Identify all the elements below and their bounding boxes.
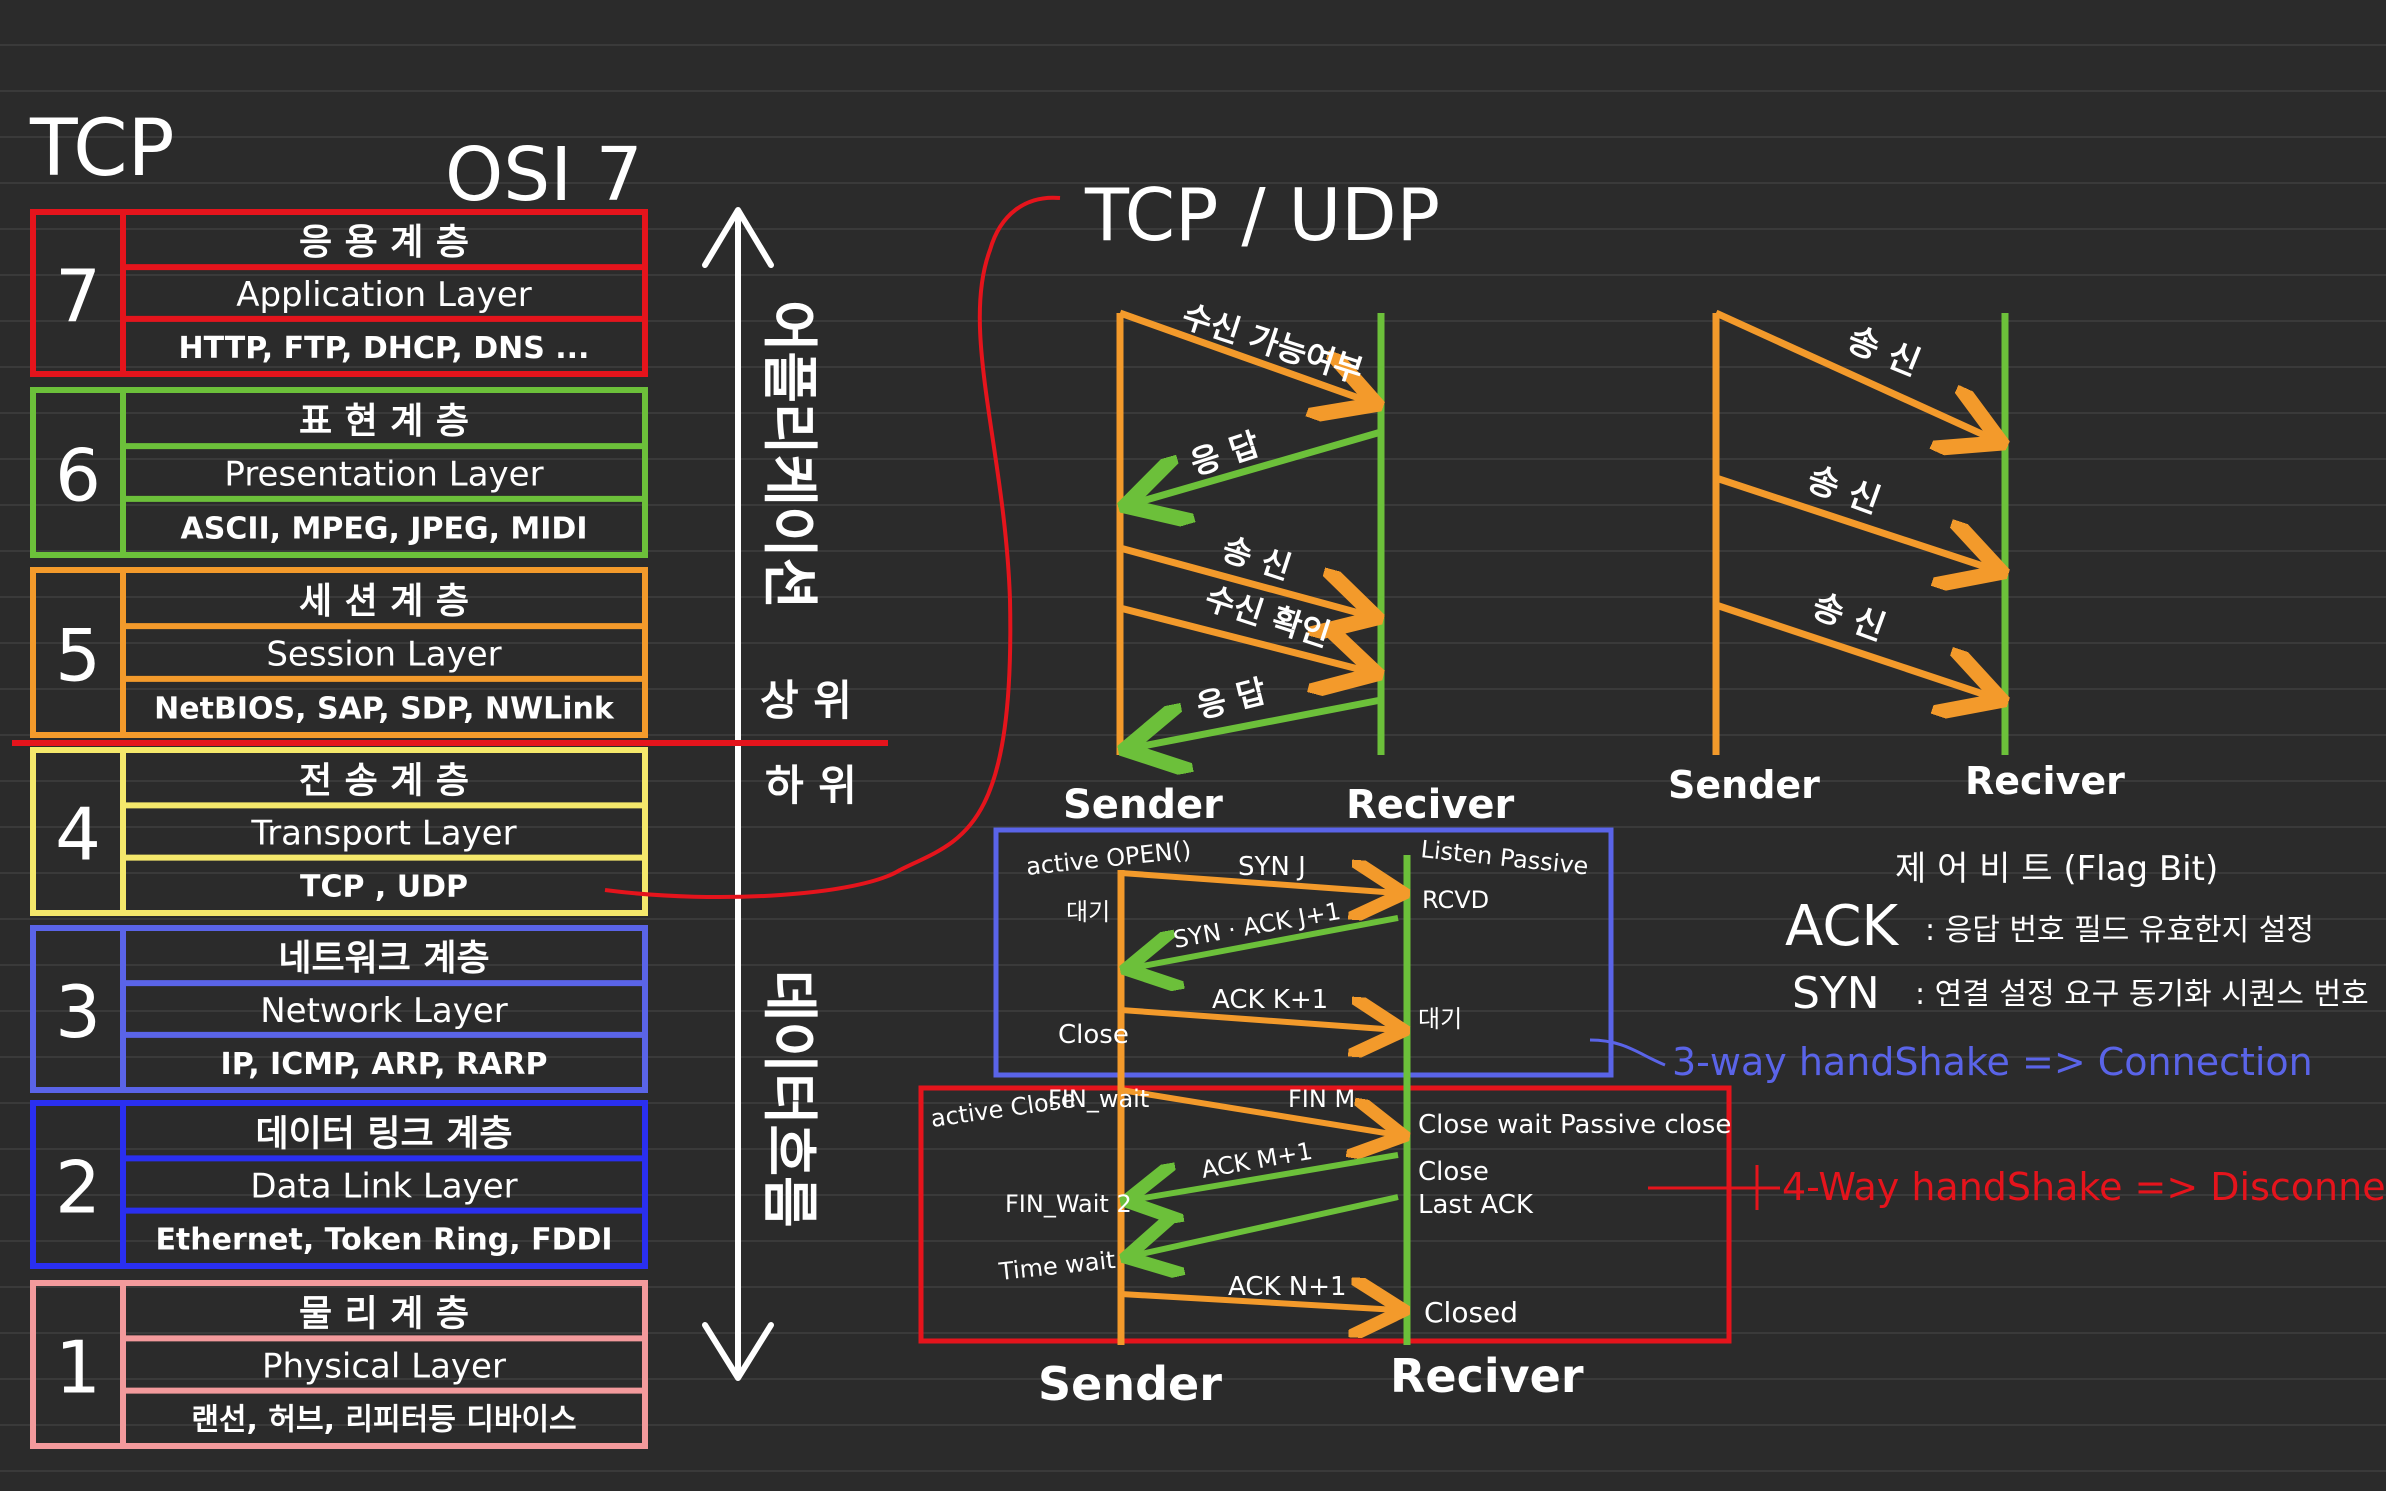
- tcp-sender-label: Sender: [1063, 782, 1223, 828]
- osi-layer-number: 1: [55, 1326, 101, 1410]
- osi-layer-name-ko: 네트워크 계층: [278, 938, 489, 979]
- osi-layer-name-ko: 전 송 계 층: [299, 760, 469, 801]
- osi-layer-protocols: NetBIOS, SAP, SDP, NWLink: [154, 692, 615, 727]
- osi-layer-box: [30, 747, 648, 916]
- three-way-state: 대기: [1418, 1005, 1462, 1033]
- osi-layer-1: 1 물 리 계 층 Physical Layer 랜선, 허브, 리피터등 디바이스: [30, 1280, 648, 1449]
- tcp-udp-title: TCP / UDP: [1084, 173, 1440, 257]
- osi-layer-number: 5: [55, 614, 101, 698]
- three-way-state: RCVD: [1422, 886, 1489, 914]
- osi-layer-name-en: Physical Layer: [262, 1347, 506, 1387]
- tcp-arrow-label: 응 답: [1193, 672, 1270, 726]
- four-way-state: FIN_Wait 2: [1005, 1190, 1132, 1218]
- osi-layer-number: 7: [55, 254, 101, 338]
- osi-layer-number: 3: [55, 970, 101, 1054]
- udp-sender-label: Sender: [1668, 763, 1820, 807]
- osi-layer-name-en: Application Layer: [236, 275, 532, 315]
- osi-layer-box: [30, 1100, 648, 1269]
- osi-layer-box: [30, 1280, 648, 1449]
- osi-layer-protocols: Ethernet, Token Ring, FDDI: [155, 1223, 612, 1258]
- three-way-arrow-label: SYN J: [1238, 852, 1306, 882]
- osi-layer-box: [30, 925, 648, 1093]
- four-way-state: Closed: [1424, 1296, 1518, 1329]
- udp-receiver-label: Reciver: [1965, 759, 2125, 803]
- osi-layer-name-en: Session Layer: [266, 635, 501, 675]
- osi-layer-protocols: TCP , UDP: [300, 870, 468, 905]
- osi-layer-protocols: ASCII, MPEG, JPEG, MIDI: [181, 512, 588, 547]
- osi-layer-number: 2: [55, 1146, 101, 1230]
- three-way-label: 3-way handShake => Connection: [1672, 1040, 2313, 1084]
- tcp-title: TCP: [29, 104, 175, 194]
- osi-layer-name-en: Presentation Layer: [224, 455, 543, 495]
- four-way-state: Close wait Passive close: [1418, 1110, 1731, 1140]
- four-way-arrow-label: FIN M: [1288, 1085, 1355, 1113]
- osi-layer-box: [30, 387, 648, 558]
- four-way-arrow-label: ACK N+1: [1228, 1272, 1347, 1302]
- osi-layer-name-en: Network Layer: [260, 991, 508, 1031]
- axis-lower-label: 데이터흐름: [756, 970, 821, 1228]
- four-way-label: 4-Way handShake => Disconnection: [1782, 1165, 2386, 1209]
- osi-layer-name-en: Transport Layer: [250, 814, 516, 854]
- osi-layer-box: [30, 209, 648, 377]
- axis-low-label: 하 위: [765, 761, 857, 810]
- four-way-handshake-box: [918, 1085, 1732, 1344]
- three-way-state: Close: [1058, 1020, 1129, 1050]
- four-way-state: Close: [1418, 1157, 1489, 1187]
- osi-layer-box: [30, 567, 648, 738]
- osi-layer-protocols: 랜선, 허브, 리피터등 디바이스: [191, 1403, 576, 1438]
- osi-layer-name-ko: 물 리 계 층: [299, 1293, 469, 1334]
- osi-layer-name-ko: 응 용 계 층: [299, 222, 469, 263]
- three-way-arrows: [1121, 873, 1398, 1030]
- osi-layer-name-ko: 데이터 링크 계층: [256, 1113, 513, 1154]
- three-way-arrow-label: ACK K+1: [1212, 985, 1328, 1015]
- osi-layer-name-en: Data Link Layer: [250, 1167, 517, 1207]
- osi-layer-number: 4: [55, 793, 101, 877]
- layer-axis: [702, 207, 774, 1381]
- handshake-sender-label: Sender: [1038, 1357, 1222, 1411]
- flag-ack-key: ACK: [1785, 894, 1899, 959]
- osi-layer-name-ko: 표 현 계 층: [299, 401, 469, 442]
- osi-title: OSI 7: [445, 132, 643, 218]
- flag-syn-desc: : 연결 설정 요구 동기화 시퀀스 번호: [1915, 977, 2369, 1012]
- axis-upper-label: 어플리케이션: [756, 300, 821, 609]
- udp-simple-diagram: [1712, 309, 2005, 755]
- three-way-callout-line: [1589, 1038, 1666, 1067]
- tcp-receiver-label: Reciver: [1346, 782, 1515, 828]
- three-way-state: 대기: [1066, 898, 1110, 926]
- osi-layer-number: 6: [55, 434, 101, 518]
- axis-high-label: 상 위: [760, 676, 852, 725]
- three-way-handshake-box: [993, 827, 1614, 1078]
- four-way-state: Time wait: [997, 1246, 1117, 1286]
- tcp-simple-diagram: [1120, 309, 1381, 755]
- three-way-state: Listen Passive: [1419, 835, 1589, 880]
- four-way-state: Last ACK: [1418, 1190, 1534, 1220]
- handshake-receiver-label: Reciver: [1390, 1349, 1584, 1403]
- four-way-state: FIN_wait: [1048, 1085, 1149, 1113]
- flag-bit-title: 제 어 비 트 (Flag Bit): [1895, 849, 2218, 889]
- osi-layer-protocols: HTTP, FTP, DHCP, DNS ...: [179, 331, 590, 366]
- flag-ack-desc: : 응답 번호 필드 유효한지 설정: [1925, 913, 2314, 948]
- osi-layer-protocols: IP, ICMP, ARP, RARP: [221, 1047, 548, 1082]
- four-way-arrows: [1121, 1087, 1398, 1310]
- osi-layer-name-ko: 세 션 계 층: [299, 581, 469, 622]
- flag-syn-key: SYN: [1792, 968, 1880, 1019]
- tcp-udp-connector: [604, 195, 1061, 900]
